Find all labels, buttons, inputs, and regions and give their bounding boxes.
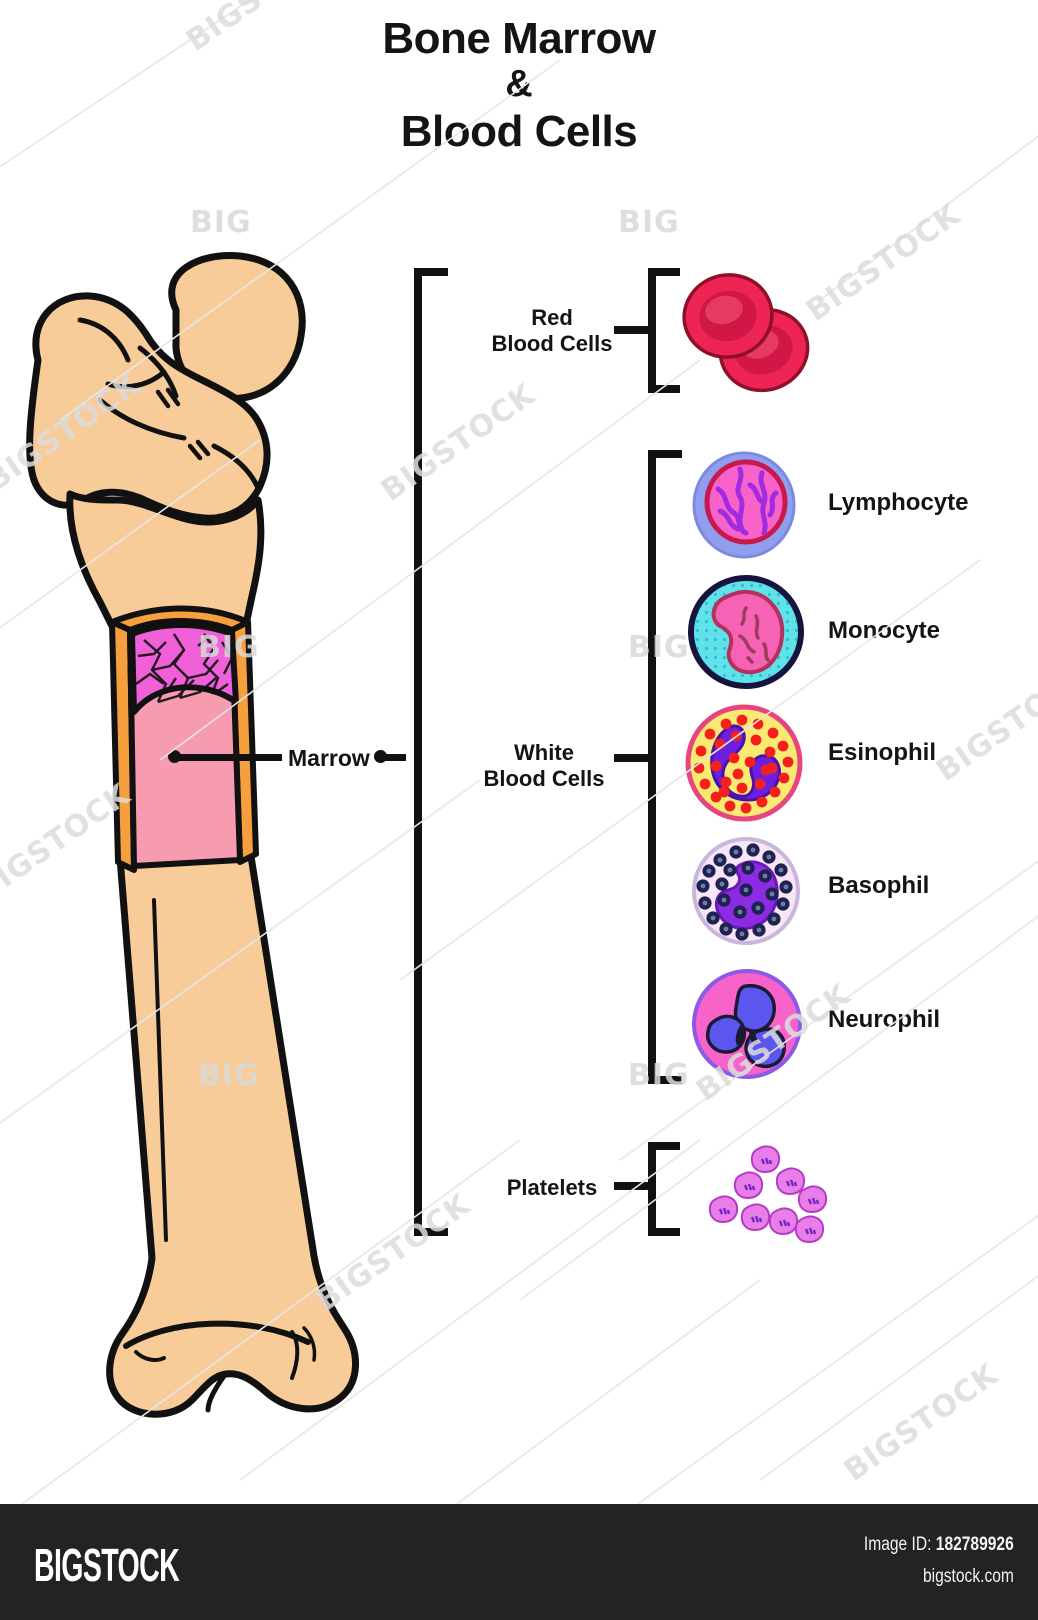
platelet [768, 1207, 799, 1236]
main-bracket-spine [414, 268, 422, 1236]
marrow-label: Marrow [288, 745, 370, 771]
bigstock-site: bigstock.com [923, 1566, 1014, 1587]
platelet [733, 1171, 764, 1200]
cell-lymphocyte-graphic [684, 445, 804, 563]
rbc-bracket-spine [648, 268, 656, 393]
bigstock-logo: BIGSTOCK [34, 1539, 180, 1591]
cell-monocyte-graphic [684, 572, 808, 692]
femur-svg [26, 252, 359, 1418]
platelets-bracket-arm-bottom [648, 1228, 680, 1236]
cell-label-lymphocyte: Lymphocyte [828, 489, 969, 516]
femur-illustration [8, 250, 408, 1450]
watermark-text: BIG [628, 630, 690, 665]
image-id-value: 182789926 [936, 1534, 1014, 1555]
marrow-leader-left-dot [168, 750, 181, 763]
platelets-bracket-arm-top [648, 1142, 680, 1150]
watermark-text: BIGSTOCK [838, 1357, 1006, 1489]
cell-label-basophil: Basophil [828, 872, 930, 899]
cell-esinophil-graphic [680, 700, 808, 826]
lymphocyte-chromatin [715, 466, 779, 536]
group-label-white-line2: Blood Cells [483, 765, 605, 791]
group-label-white-line1: White [514, 740, 574, 765]
watermark-text: BIG [618, 205, 680, 240]
platelet [797, 1185, 828, 1214]
watermark-text: BIG [190, 205, 252, 240]
group-label-white-blood-cells: White Blood Cells [436, 740, 652, 791]
rbc-bracket-arm-top [648, 268, 680, 276]
cell-neurophil-graphic [686, 964, 808, 1084]
main-bracket-arm-bottom [414, 1228, 448, 1236]
cell-label-monocyte: Monocyte [828, 617, 941, 644]
cell-label-neurophil: Neurophil [828, 1006, 940, 1033]
group-label-platelets-line1: Platelets [506, 1175, 598, 1200]
watermark-text: BIGSTOCK [800, 197, 968, 329]
title-ampersand: & [505, 63, 533, 106]
platelet [750, 1145, 781, 1174]
red-blood-cells-graphic [672, 258, 822, 408]
page-title: Bone Marrow & Blood Cells [0, 14, 1038, 156]
bigstock-footer: BIGSTOCK Image ID: 182789926 bigstock.co… [0, 1504, 1038, 1620]
image-id: Image ID: 182789926 [864, 1534, 1014, 1556]
title-line-1: Bone Marrow [382, 14, 656, 63]
marrow-leader-right-dot [374, 750, 387, 763]
wbc-bracket-arm-bottom [648, 1076, 682, 1084]
platelet [775, 1167, 806, 1196]
platelet [794, 1215, 825, 1244]
watermark-text: BIGSTOCK [930, 657, 1038, 789]
platelet [708, 1195, 739, 1224]
rbc-highlight-1 [705, 295, 743, 325]
distal-shaft [106, 846, 359, 1418]
platelet [740, 1203, 771, 1232]
platelet-group [708, 1145, 828, 1244]
group-label-platelets: Platelets [452, 1175, 652, 1201]
cell-basophil-graphic [686, 832, 806, 950]
marrow-leader-left [170, 754, 282, 761]
group-label-red-line1: Red [531, 305, 573, 330]
title-line-2: Blood Cells [400, 106, 638, 156]
cell-label-esinophil: Esinophil [828, 739, 936, 766]
image-id-prefix: Image ID: [864, 1534, 937, 1555]
platelets-graphic [690, 1126, 830, 1250]
group-label-red-line2: Blood Cells [491, 330, 613, 356]
group-label-red-blood-cells: Red Blood Cells [452, 305, 652, 356]
rbc-bracket-tick [614, 326, 652, 334]
wbc-bracket-arm-top [648, 450, 682, 458]
main-bracket-arm-top [414, 268, 448, 276]
